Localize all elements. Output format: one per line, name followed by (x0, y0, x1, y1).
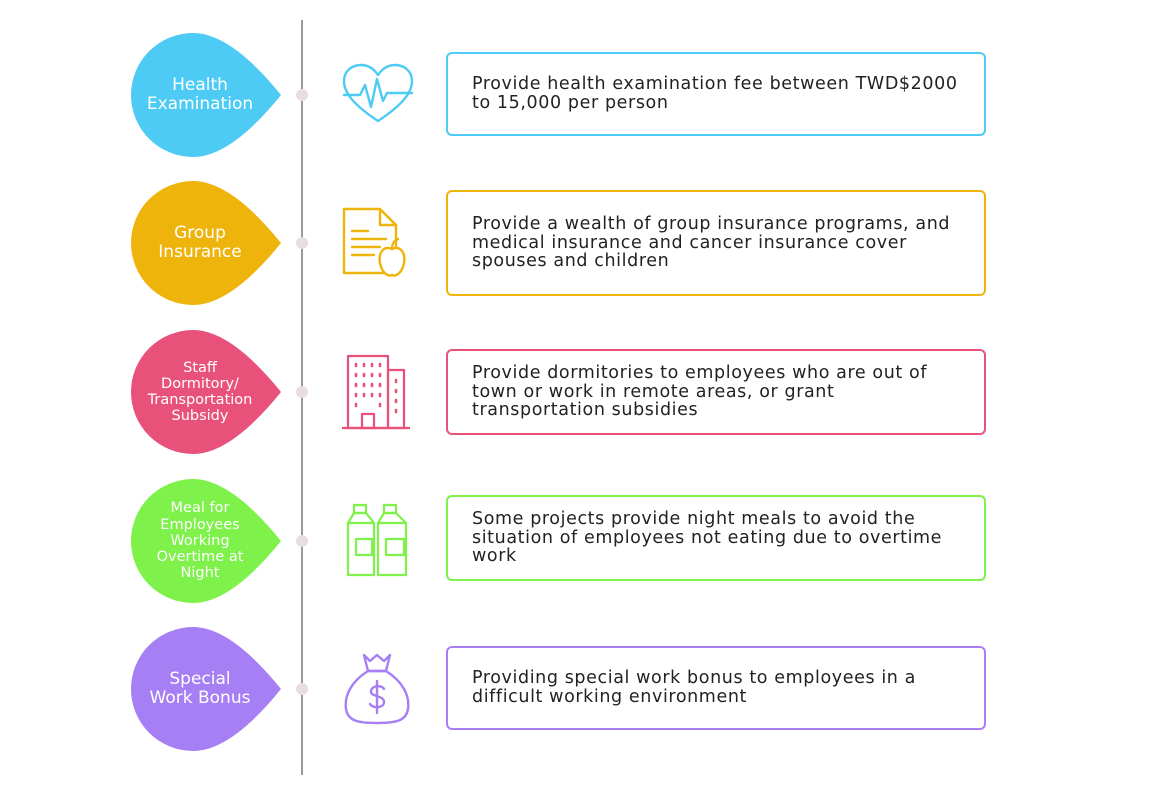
timeline-dot (296, 386, 308, 398)
benefit-description: Providing special work bonus to employee… (472, 668, 916, 707)
heart-pulse-icon (340, 63, 416, 131)
benefit-row-health: Health Examination Provide health examin… (0, 33, 1160, 157)
benefit-description-card: Some projects provide night meals to avo… (446, 495, 986, 581)
meal-boxes-icon (340, 501, 416, 583)
drop-marker: Group Insurance (131, 181, 281, 305)
money-bag-icon (340, 651, 414, 731)
building-icon (340, 352, 412, 436)
benefit-description: Provide a wealth of group insurance prog… (472, 213, 951, 272)
benefit-title: Staff Dormitory/ Transportation Subsidy (147, 359, 253, 425)
timeline-dot (296, 89, 308, 101)
drop-marker: Meal for Employees Working Overtime at N… (131, 479, 281, 603)
benefit-title: Health Examination (146, 74, 254, 114)
drop-marker: Health Examination (131, 33, 281, 157)
document-apple-icon (340, 205, 416, 285)
benefit-description: Provide health examination fee between T… (472, 74, 958, 113)
benefit-description: Provide dormitories to employees who are… (472, 362, 928, 421)
benefit-row-insurance: Group Insurance Provide a wealth of grou… (0, 181, 1160, 305)
timeline-dot (296, 683, 308, 695)
benefit-title: Special Work Bonus (149, 668, 251, 708)
drop-marker: Special Work Bonus (131, 627, 281, 751)
timeline-dot (296, 535, 308, 547)
drop-marker: Staff Dormitory/ Transportation Subsidy (131, 330, 281, 454)
benefit-description: Some projects provide night meals to avo… (472, 508, 943, 567)
benefit-title: Group Insurance (158, 222, 242, 262)
benefit-title: Meal for Employees Working Overtime at N… (156, 500, 244, 582)
benefit-row-bonus: Special Work Bonus Providing special wor… (0, 627, 1160, 751)
benefit-description-card: Provide a wealth of group insurance prog… (446, 190, 986, 296)
benefit-row-dormitory: Staff Dormitory/ Transportation Subsidy … (0, 330, 1160, 454)
benefit-row-meal: Meal for Employees Working Overtime at N… (0, 479, 1160, 603)
benefit-description-card: Providing special work bonus to employee… (446, 646, 986, 730)
benefit-description-card: Provide dormitories to employees who are… (446, 349, 986, 435)
timeline-dot (296, 237, 308, 249)
benefit-description-card: Provide health examination fee between T… (446, 52, 986, 136)
